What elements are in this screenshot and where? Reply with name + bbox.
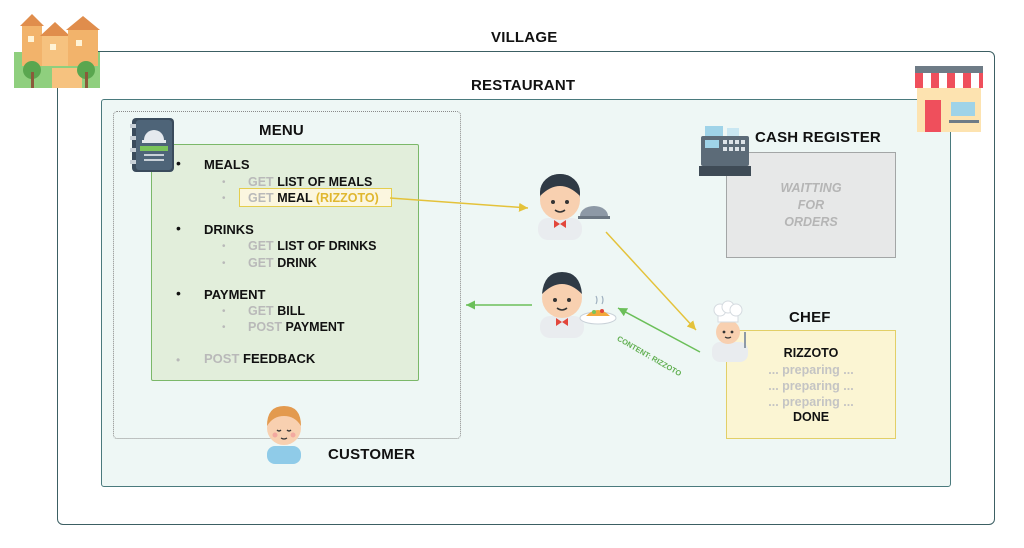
menu-panel (151, 144, 419, 381)
menu-endpoint: GET BILL (248, 304, 305, 318)
menu-book-icon (130, 118, 174, 172)
menu-subbullet: • (222, 193, 226, 204)
menu-subbullet: • (222, 322, 226, 333)
village-icon (14, 14, 100, 88)
cash-register-title: CASH REGISTER (755, 129, 881, 146)
menu-subbullet: • (222, 177, 226, 188)
register-status-line: ORDERS (784, 215, 838, 229)
menu-bullet: • (176, 220, 181, 236)
chef-title: CHEF (789, 309, 831, 326)
menu-section-drinks: DRINKS (204, 222, 254, 237)
shop-icon (915, 66, 983, 132)
response-arrow-chef-to-waiter (617, 307, 701, 353)
menu-endpoint-feedback: POST FEEDBACK (204, 351, 316, 366)
register-status-line: WAITTING (780, 181, 842, 195)
chef-done: DONE (792, 410, 830, 424)
restaurant-title: RESTAURANT (471, 77, 576, 94)
chef-dish: RIZZOTO (783, 346, 839, 360)
register-status-line: FOR (797, 198, 825, 212)
menu-bullet: • (176, 353, 181, 367)
menu-bullet: • (176, 285, 181, 301)
menu-subbullet: • (222, 306, 226, 317)
menu-subbullet: • (222, 258, 226, 269)
village-title: VILLAGE (491, 29, 558, 46)
menu-section-meals: MEALS (204, 157, 250, 172)
menu-subbullet: • (222, 241, 226, 252)
request-arrow-waiter-to-chef (605, 231, 697, 331)
customer-title: CUSTOMER (328, 446, 416, 463)
village-boundary (57, 51, 995, 525)
menu-bullet: • (176, 155, 181, 171)
menu-endpoint-selected: GET MEAL (RIZZOTO) (248, 191, 379, 205)
menu-title: MENU (259, 122, 304, 139)
menu-endpoint: GET DRINK (248, 256, 317, 270)
cash-register-icon (699, 126, 751, 176)
waiter-with-dish-icon (540, 272, 617, 338)
request-arrow-menu-to-waiter (389, 197, 529, 212)
chef-progress-line: ... preparing ... (768, 395, 854, 409)
chef-panel: RIZZOTO ... preparing ... ... preparing … (726, 330, 896, 439)
chef-progress-line: ... preparing ... (768, 363, 854, 377)
menu-section-payment: PAYMENT (204, 287, 266, 302)
waiter-icon (538, 174, 610, 240)
chef-icon (712, 300, 748, 362)
chef-progress-line: ... preparing ... (768, 379, 854, 393)
cash-register-panel: WAITTING FOR ORDERS (726, 152, 896, 258)
customer-icon (267, 406, 301, 464)
menu-endpoint: GET LIST OF DRINKS (248, 239, 377, 253)
menu-endpoint: POST PAYMENT (248, 320, 345, 334)
menu-endpoint: GET LIST OF MEALS (248, 175, 373, 189)
